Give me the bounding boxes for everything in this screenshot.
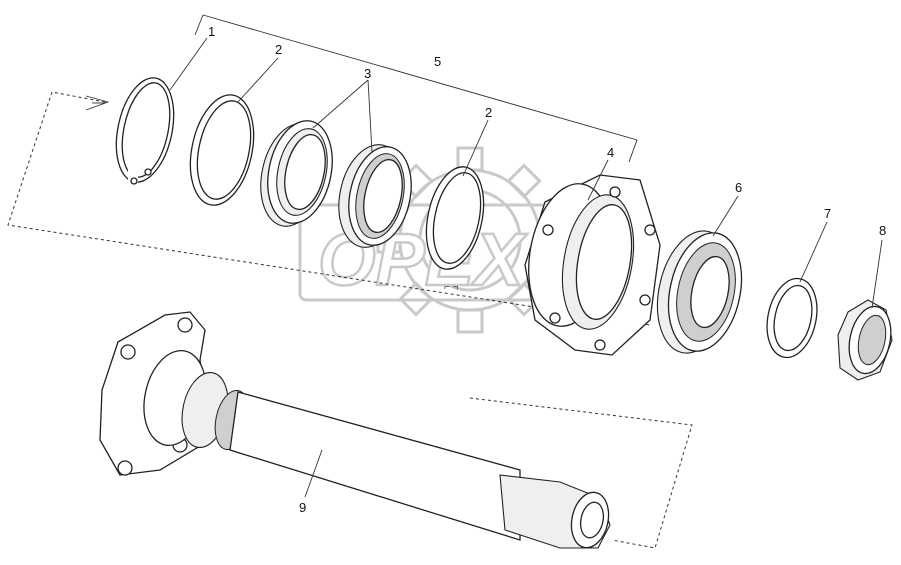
callout-8: 8 (879, 223, 886, 238)
callout-5: 5 (434, 54, 441, 69)
callout-9: 9 (299, 500, 306, 515)
washer-right: ⌐ ¬ (425, 166, 485, 293)
callout-3: 3 (364, 66, 371, 81)
callout-1: 1 (208, 24, 215, 39)
hub-housing (524, 174, 661, 356)
callout-2-left: 2 (275, 42, 282, 57)
hub-nut (837, 299, 893, 381)
callout-2-right: 2 (485, 105, 492, 120)
callout-6: 6 (735, 180, 742, 195)
seal-rear (338, 144, 412, 248)
washer-left (189, 94, 255, 206)
assembly-path (7, 91, 693, 549)
callout-7: 7 (824, 206, 831, 221)
bracket-assembly-5 (194, 14, 638, 163)
callouts: 1 2 3 5 2 4 6 7 8 9 (208, 24, 886, 515)
callout-4: 4 (607, 145, 614, 160)
axle-shaft (99, 311, 611, 549)
svg-text:⌐ ¬: ⌐ ¬ (444, 282, 459, 293)
leader-lines (169, 37, 883, 498)
spacer-ring (766, 277, 818, 359)
bearing (656, 230, 743, 354)
snap-ring (115, 77, 175, 185)
seal-front (260, 120, 333, 227)
